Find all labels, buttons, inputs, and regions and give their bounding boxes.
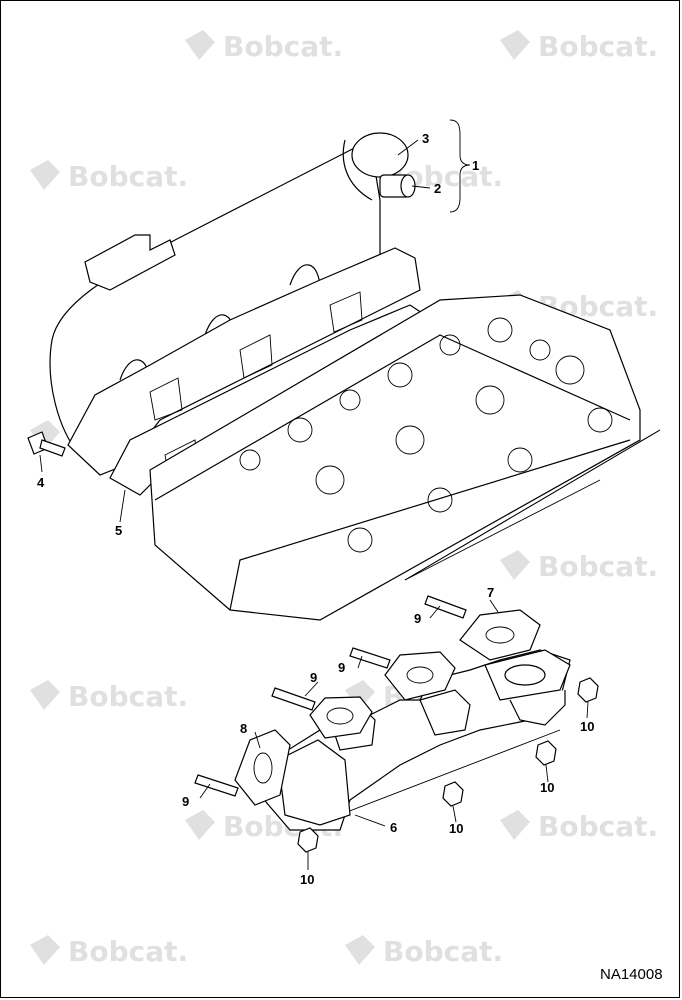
cylinder-head xyxy=(149,294,661,621)
callout-10: 10 xyxy=(300,872,314,887)
watermark-text: Bobcat. xyxy=(68,680,188,713)
exhaust-manifold xyxy=(259,649,571,831)
nut-10 xyxy=(535,740,557,766)
callout-10: 10 xyxy=(449,821,463,836)
stud-9 xyxy=(194,774,239,797)
callout-7: 7 xyxy=(487,585,494,600)
bobcat-logo-icon xyxy=(30,680,60,710)
bobcat-logo-icon xyxy=(30,420,60,450)
bobcat-logo-icon xyxy=(345,680,375,710)
stud-9 xyxy=(349,647,391,669)
callout-8: 8 xyxy=(240,721,247,736)
watermark-text: Bobcat. xyxy=(68,160,188,193)
exhaust-gasket-8 xyxy=(234,729,291,806)
watermark-text: Bobcat. xyxy=(68,935,188,968)
bobcat-logo-icon xyxy=(185,810,215,840)
bobcat-logo-icon xyxy=(500,550,530,580)
figure-reference: NA14008 xyxy=(600,966,663,983)
nuts xyxy=(297,677,599,853)
exhaust-gaskets xyxy=(234,609,541,806)
watermark-text: Bobcat. xyxy=(538,550,658,583)
studs xyxy=(194,595,467,797)
callout-9: 9 xyxy=(310,670,317,685)
stud-9 xyxy=(271,687,316,711)
callout-10: 10 xyxy=(540,780,554,795)
watermark-text: Bobcat. xyxy=(383,935,503,968)
bobcat-logo-icon xyxy=(500,30,530,60)
callout-9: 9 xyxy=(338,660,345,675)
bobcat-logo-icon xyxy=(185,30,215,60)
exhaust-gasket-7 xyxy=(459,609,541,661)
callout-9: 9 xyxy=(182,794,189,809)
stud-9 xyxy=(424,595,467,619)
bobcat-logo-icon xyxy=(500,810,530,840)
watermark-text: Bobcat. xyxy=(538,30,658,63)
bolt-4 xyxy=(27,431,66,457)
callout-5: 5 xyxy=(115,523,122,538)
callout-1: 1 xyxy=(472,158,479,173)
callout-4: 4 xyxy=(37,475,45,490)
callout-10: 10 xyxy=(580,719,594,734)
nut-10 xyxy=(442,781,464,807)
bobcat-logo-icon xyxy=(30,935,60,965)
watermark-text: Bobcat. xyxy=(538,810,658,843)
callout-9: 9 xyxy=(414,611,421,626)
callout-labels: 3 1 2 4 5 6 7 8 9 9 9 9 10 10 10 10 xyxy=(37,131,594,887)
callout-leaders xyxy=(39,119,589,870)
callout-2: 2 xyxy=(434,181,441,196)
callout-6: 6 xyxy=(390,820,397,835)
nut-10 xyxy=(577,677,599,703)
callout-3: 3 xyxy=(422,131,429,146)
nut-10 xyxy=(297,827,319,853)
bobcat-logo-icon xyxy=(30,160,60,190)
watermark-text: Bobcat. xyxy=(223,30,343,63)
bobcat-logo-icon xyxy=(345,935,375,965)
